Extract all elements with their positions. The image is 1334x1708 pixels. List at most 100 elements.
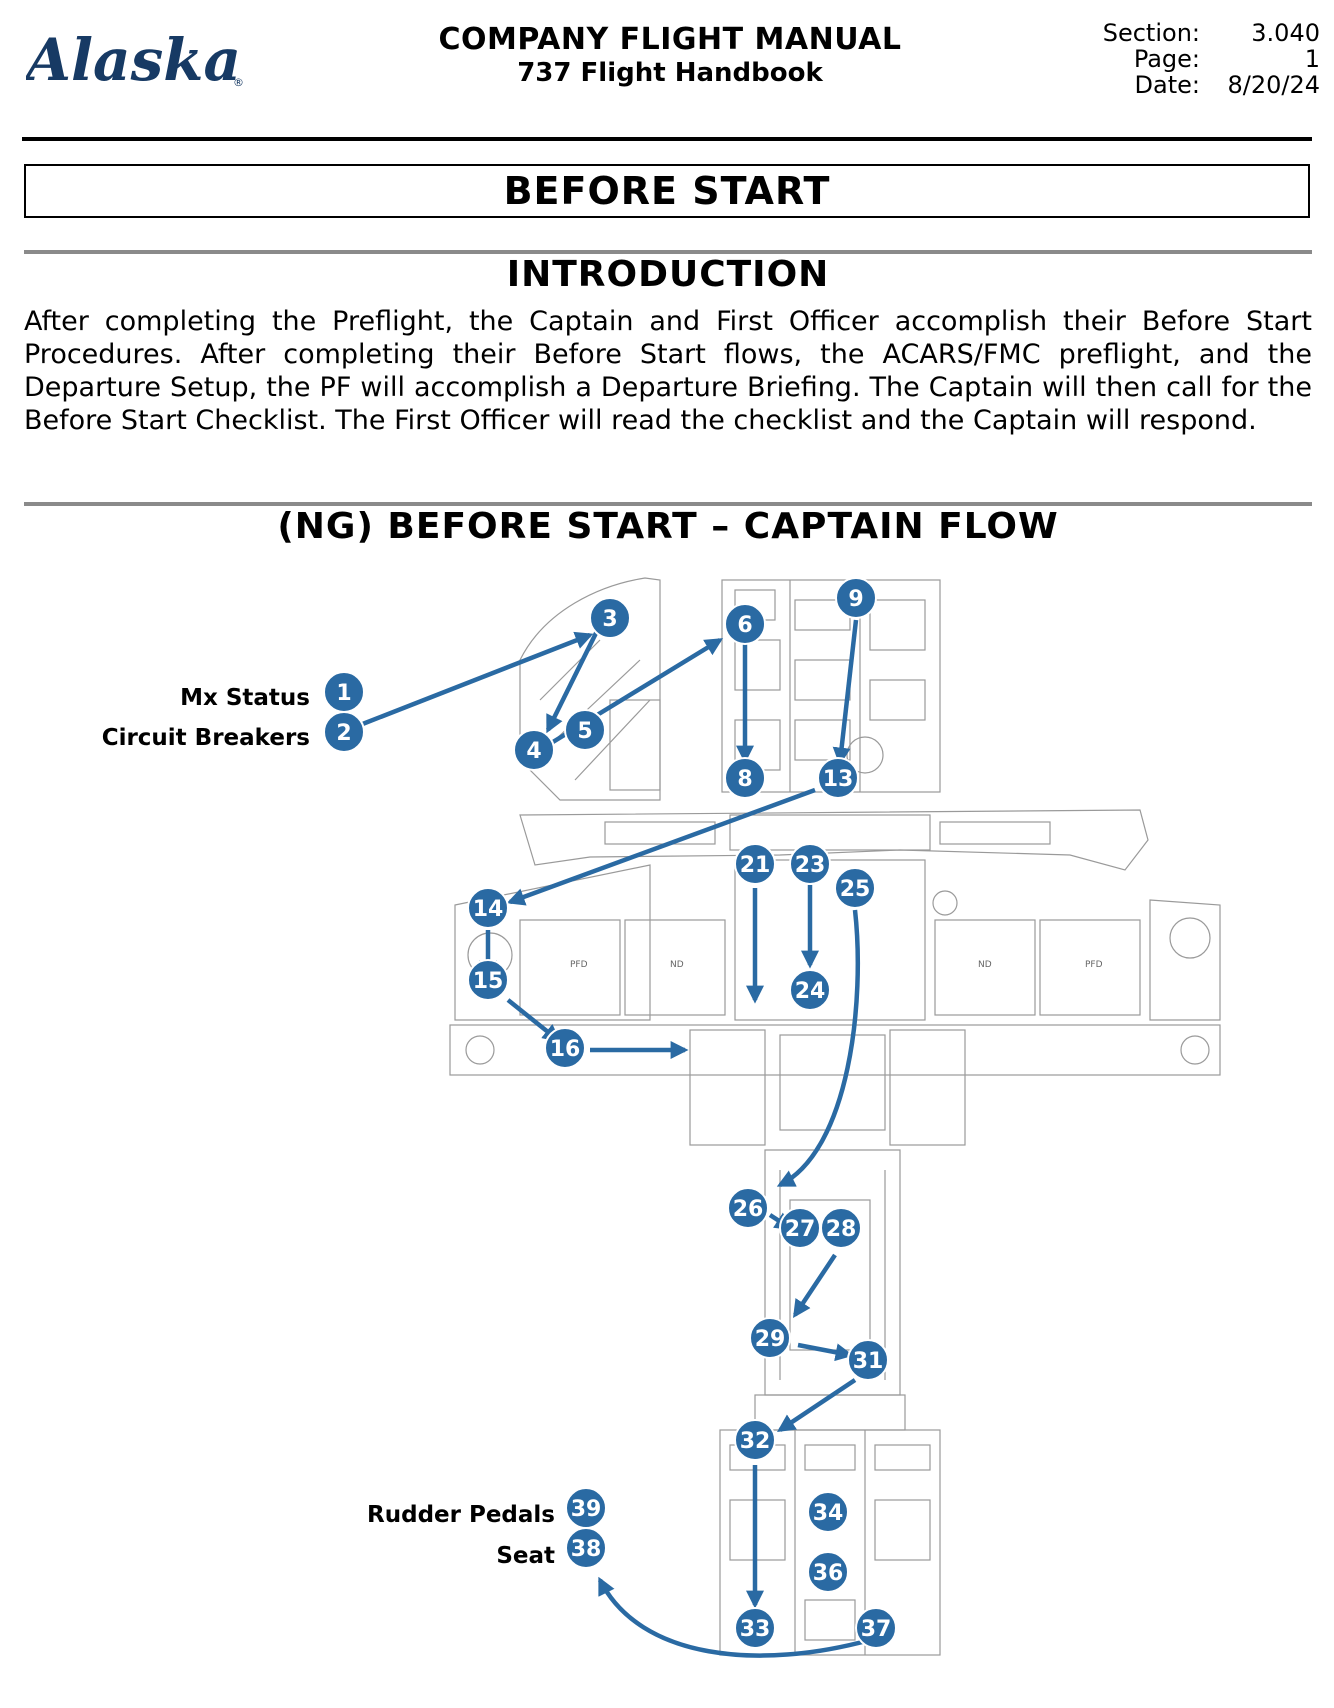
step-number: 26 — [733, 1197, 764, 1222]
fo-nd — [934, 919, 1036, 1016]
aft-electronic-panel — [719, 1429, 941, 1656]
label-circuit-breakers: Circuit Breakers — [101, 725, 310, 751]
label-seat: Seat — [496, 1543, 555, 1569]
step-marker-14: 14 — [467, 887, 509, 929]
section-value: 3.040 — [1251, 19, 1320, 47]
step-number: 9 — [848, 587, 863, 612]
step-marker-28: 28 — [820, 1207, 862, 1249]
page-label: Page: — [1133, 45, 1200, 73]
step-marker-circle — [564, 709, 606, 751]
step-number: 2 — [336, 721, 351, 746]
page-title: BEFORE START — [24, 164, 1310, 218]
step-number: 4 — [526, 739, 541, 764]
side-console — [609, 699, 661, 791]
arrow-28-to-29 — [793, 1253, 837, 1318]
step-marker-5: 5 — [564, 709, 606, 751]
step-marker-circle — [847, 1339, 889, 1381]
arrow-15-to-16 — [506, 998, 561, 1043]
fo-pfd — [1039, 919, 1141, 1016]
step-marker-circle — [734, 1607, 776, 1649]
arrow-9-to-13 — [832, 619, 859, 766]
panel-text-labels: PFD ND ND PFD — [570, 960, 1103, 970]
step-marker-8: 8 — [724, 757, 766, 799]
step-marker-21: 21 — [734, 843, 776, 885]
step-number: 25 — [840, 877, 871, 902]
date-label: Date: — [1134, 71, 1200, 99]
section-divider — [24, 502, 1312, 506]
step-marker-circle — [565, 1487, 607, 1529]
label-rudder-pedals: Rudder Pedals — [367, 1502, 555, 1528]
step-marker-circle — [467, 887, 509, 929]
step-marker-2: 2 — [323, 711, 365, 753]
step-number: 29 — [755, 1327, 786, 1352]
step-number: 24 — [795, 979, 826, 1004]
step-marker-15: 15 — [467, 959, 509, 1001]
step-marker-32: 32 — [734, 1419, 776, 1461]
svg-text:Alaska: Alaska — [26, 28, 241, 94]
step-number: 32 — [740, 1429, 771, 1454]
step-marker-26: 26 — [727, 1187, 769, 1229]
arrow-2-to-3 — [359, 631, 594, 728]
alaska-logo: Alaska ® — [21, 26, 246, 98]
step-marker-27: 27 — [779, 1207, 821, 1249]
step-marker-circle — [820, 1207, 862, 1249]
date-value: 8/20/24 — [1227, 71, 1320, 99]
section-label: Section: — [1102, 19, 1200, 47]
page-value: 1 — [1304, 45, 1320, 73]
step-number: 14 — [473, 897, 504, 922]
step-marker-39: 39 — [565, 1487, 607, 1529]
step-number: 36 — [813, 1561, 844, 1586]
step-marker-circle — [734, 1419, 776, 1461]
step-marker-13: 13 — [817, 757, 859, 799]
step-marker-circle — [544, 1027, 586, 1069]
svg-text:®: ® — [233, 76, 244, 89]
step-marker-4: 4 — [513, 729, 555, 771]
step-number: 21 — [740, 853, 771, 878]
captain-pfd — [519, 919, 621, 1016]
arrow-25-to-26 — [776, 909, 861, 1188]
step-number: 5 — [577, 719, 592, 744]
step-marker-circle — [589, 597, 631, 639]
step-marker-29: 29 — [749, 1317, 791, 1359]
flow-arrows — [359, 619, 871, 1658]
step-number: 23 — [795, 853, 826, 878]
step-marker-circle — [734, 843, 776, 885]
step-marker-circle — [513, 729, 555, 771]
step-marker-23: 23 — [789, 843, 831, 885]
step-marker-9: 9 — [835, 577, 877, 619]
document-meta: Section: 3.040 Page: 1 Date: 8/20/24 — [1080, 20, 1320, 98]
step-marker-circle — [807, 1551, 849, 1593]
step-marker-circle — [789, 843, 831, 885]
flow-heading: (NG) BEFORE START – CAPTAIN FLOW — [277, 506, 1059, 547]
arrow-37-to-38 — [597, 1576, 871, 1658]
step-marker-circle — [724, 757, 766, 799]
manual-title: COMPANY FLIGHT MANUAL — [438, 22, 902, 57]
fo-cdu — [889, 1029, 966, 1146]
step-marker-circle — [749, 1317, 791, 1359]
fo-pfd-label: PFD — [1085, 960, 1103, 970]
step-number: 13 — [823, 767, 854, 792]
step-marker-circle — [467, 959, 509, 1001]
step-marker-circle — [855, 1607, 897, 1649]
fo-nd-label: ND — [978, 960, 992, 970]
step-marker-25: 25 — [834, 867, 876, 909]
step-marker-38: 38 — [565, 1527, 607, 1569]
lower-du — [779, 1034, 886, 1131]
step-number: 6 — [737, 613, 752, 638]
arrow-29-to-31 — [797, 1342, 854, 1362]
header-divider — [22, 137, 1312, 141]
step-marker-1: 1 — [323, 671, 365, 713]
lower-display-panel — [449, 1024, 1221, 1076]
step-marker-circle — [789, 969, 831, 1011]
step-number: 34 — [813, 1501, 844, 1526]
step-marker-circle — [724, 603, 766, 645]
cockpit-panels — [449, 577, 1221, 1656]
step-marker-31: 31 — [847, 1339, 889, 1381]
captain-cdu — [689, 1029, 766, 1146]
step-marker-6: 6 — [724, 603, 766, 645]
step-marker-33: 33 — [734, 1607, 776, 1649]
step-marker-16: 16 — [544, 1027, 586, 1069]
